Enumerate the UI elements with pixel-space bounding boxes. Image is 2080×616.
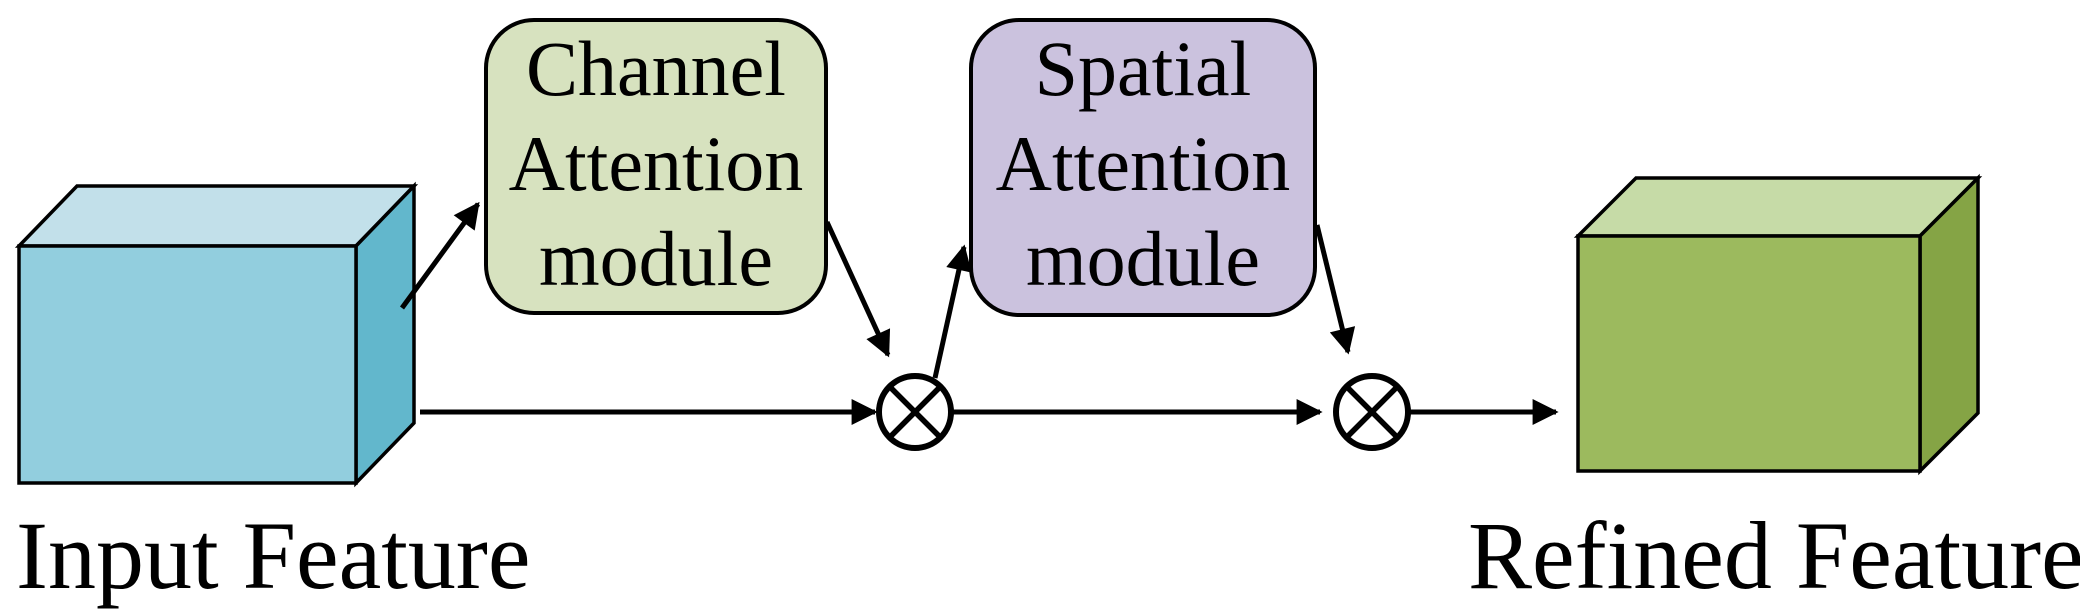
refined-cube-top-face [1573, 176, 1983, 238]
channel-attention-label-line-2: Attention [509, 120, 804, 207]
channel-attention-box-shape [484, 18, 828, 315]
arrow-spatial-attention-to-multiply-2 [1314, 224, 1356, 355]
multiply-1-cross-stroke-b [887, 384, 943, 440]
input-cube-front-face [17, 244, 358, 485]
spatial-attention-label-line-2: Attention [996, 120, 1291, 207]
input-cube-top-face [14, 184, 419, 248]
arrow-input-to-channel-attention [399, 201, 481, 310]
input-feature-cube [14, 181, 419, 488]
arrow-channel-attention-to-multiply-1 [824, 220, 891, 358]
multiply-icon-1 [876, 373, 954, 451]
refined-feature-label: Refined Feature [1468, 502, 2080, 609]
spatial-attention-label-line-1: Spatial [1035, 25, 1252, 112]
refined-cube-front-face [1576, 234, 1922, 473]
refined-feature-cube [1573, 173, 1983, 476]
multiply-2-cross-stroke-b [1344, 384, 1400, 440]
arrow-multiply-1-to-spatial-attention [932, 244, 972, 379]
channel-attention-label-line-3: module [539, 215, 773, 302]
channel-attention-module-box: Channel Attention module [484, 18, 828, 315]
input-feature-label: Input Feature [16, 502, 531, 609]
spatial-attention-module-box: Spatial Attention module [969, 18, 1317, 317]
channel-attention-label-line-1: Channel [526, 25, 786, 112]
spatial-attention-box-shape [969, 18, 1317, 317]
multiply-icon-2 [1333, 373, 1411, 451]
spatial-attention-label-line-3: module [1026, 215, 1260, 302]
